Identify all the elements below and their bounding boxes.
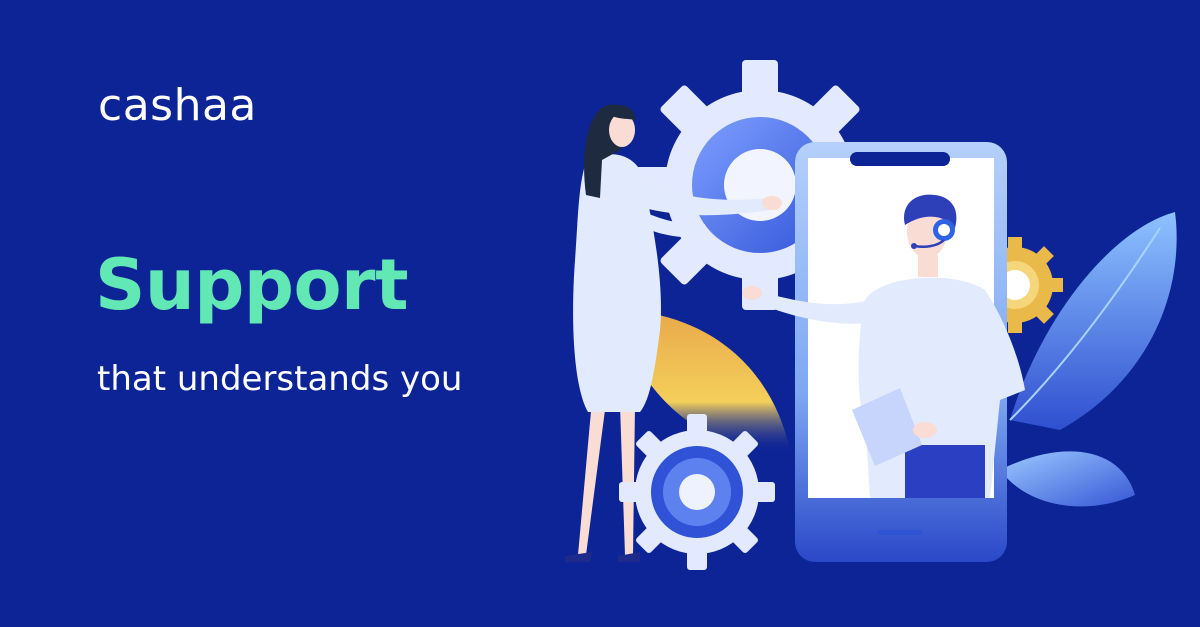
woman-figure xyxy=(565,104,782,562)
gear-icon xyxy=(619,414,775,570)
support-agent xyxy=(742,194,1025,498)
brand-logo[interactable]: cashaa xyxy=(98,80,257,131)
headset-icon xyxy=(910,201,955,249)
subheadline: that understands you xyxy=(97,359,463,399)
leaf-icon xyxy=(618,310,790,452)
headline: Support xyxy=(95,244,409,326)
leaf-icon xyxy=(1000,212,1177,507)
clipboard-icon xyxy=(852,388,922,466)
